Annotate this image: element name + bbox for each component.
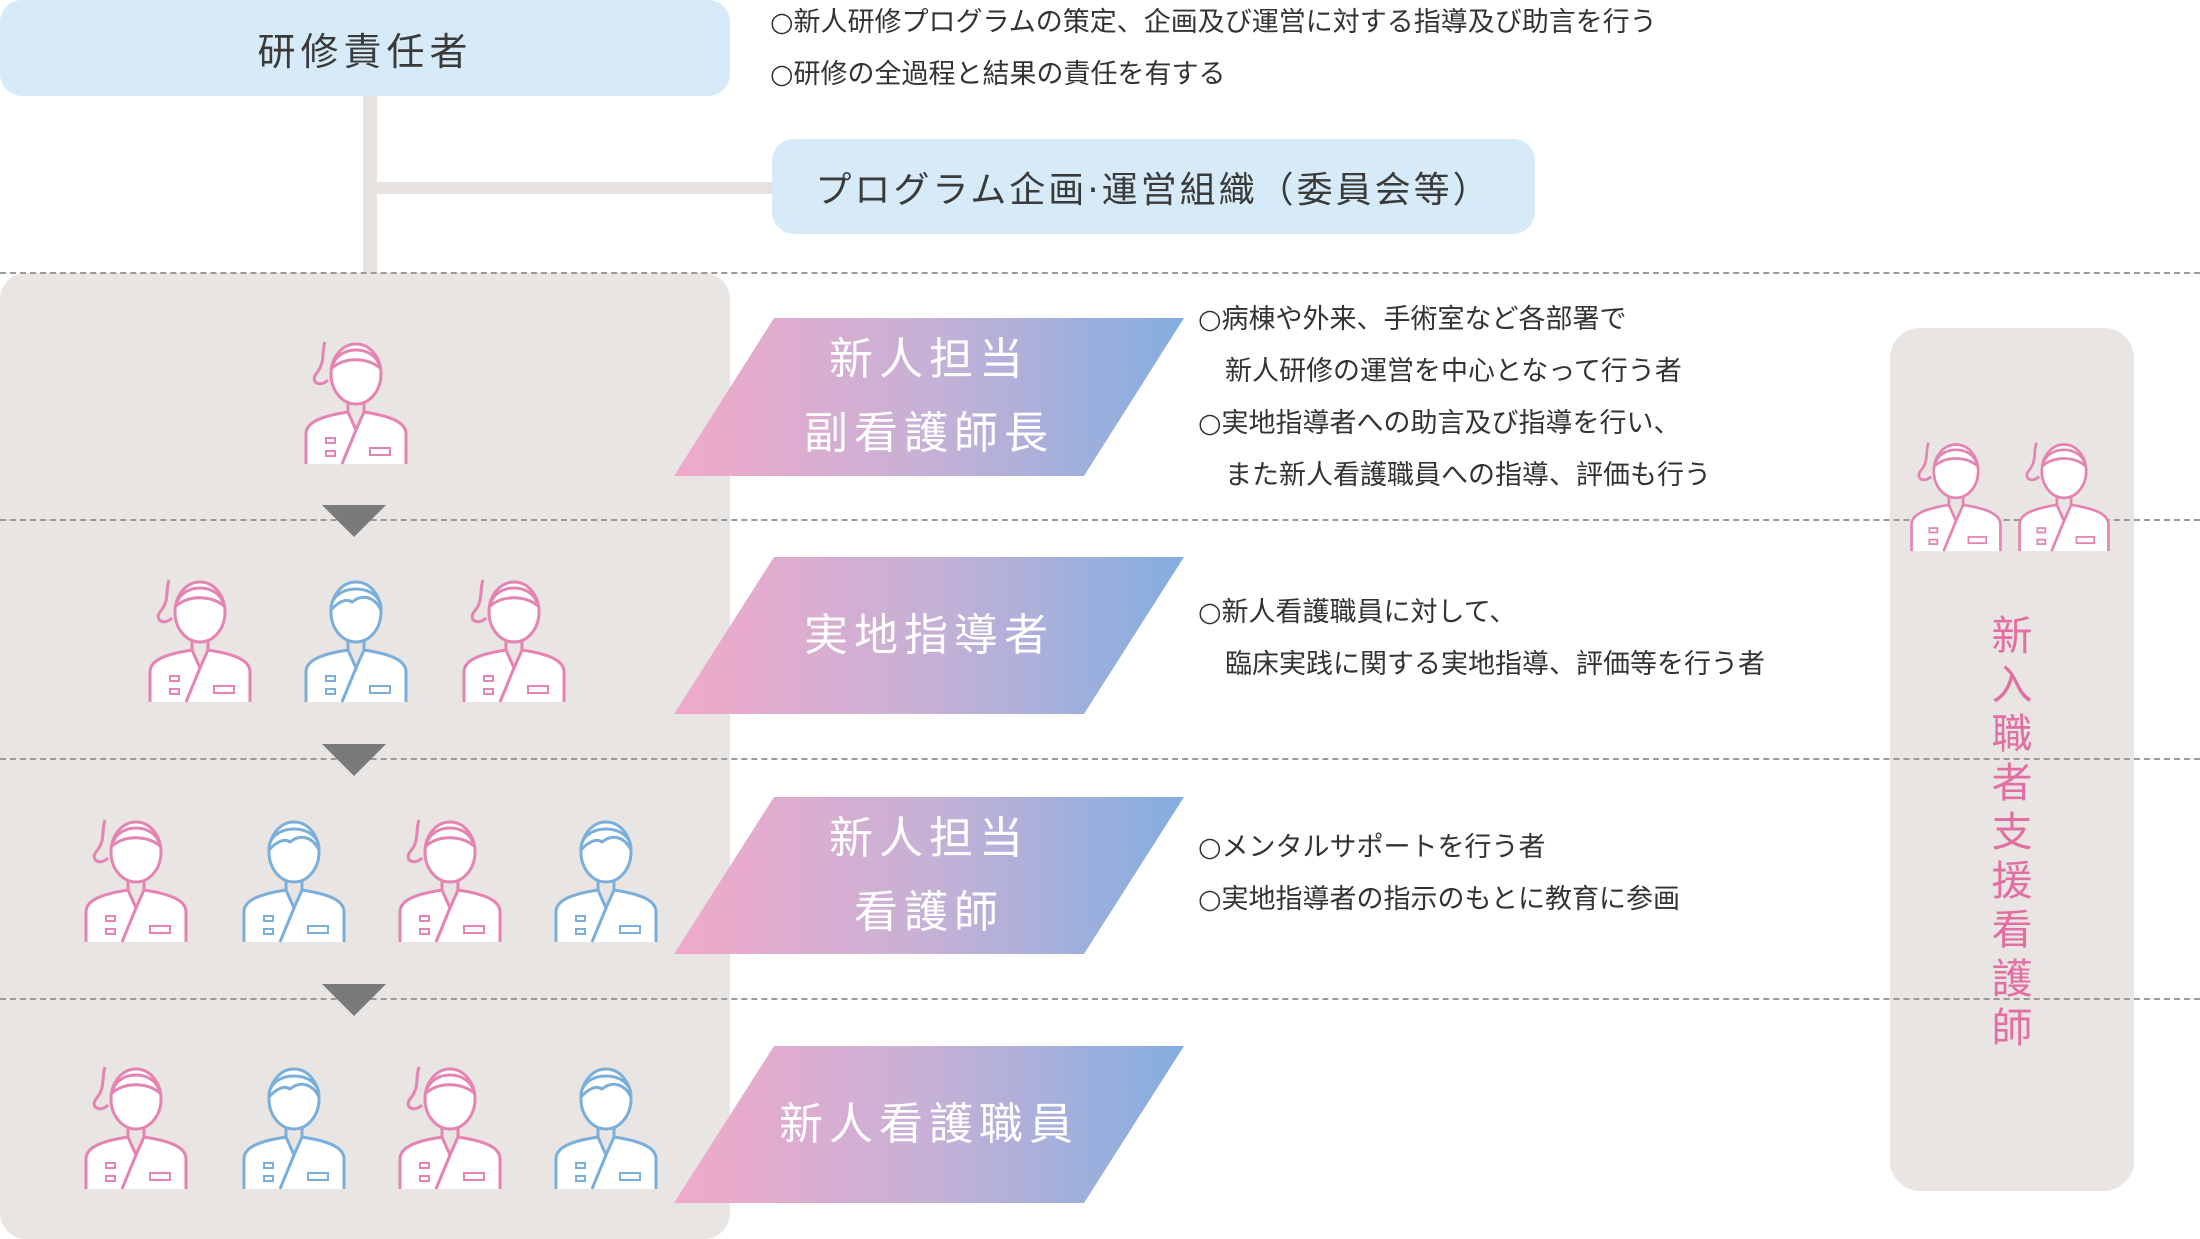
committee-box: プログラム企画·運営組織（委員会等） [772, 139, 1535, 234]
female-nurse-icon [84, 1065, 188, 1191]
down-arrow-icon [322, 984, 386, 1016]
role-label-new-nursing-staff: 新人看護職員 [674, 1046, 1184, 1203]
role-banner-bg [674, 797, 1184, 954]
role-label-preceptor: 実地指導者 [674, 557, 1184, 714]
down-arrow-icon [322, 505, 386, 537]
role-banner-bg [674, 318, 1184, 476]
duty-line: ○研修の全過程と結果の責任を有する [770, 59, 1226, 90]
role-description: ○病棟や外来、手術室など各部署で 新人研修の運営を中心となって行う者 ○実地指導… [1198, 294, 1711, 502]
desc-line: ○実地指導者への助言及び指導を行い、 [1198, 408, 1681, 439]
role-label-line: 新人担当 [829, 334, 1029, 385]
duty-line: ○新人研修プログラムの策定、企画及び運営に対する指導及び助言を行う [770, 7, 1657, 38]
down-arrow-icon [322, 744, 386, 776]
desc-line: ○実地指導者の指示のもとに教育に参画 [1198, 884, 1681, 915]
desc-line: ○メンタルサポートを行う者 [1198, 832, 1546, 863]
separator-line [0, 519, 2200, 521]
female-nurse-icon [398, 1065, 502, 1191]
role-label-newcomer-nurse-lead: 新人担当 看護師 [674, 797, 1184, 954]
female-nurse-icon [304, 340, 408, 466]
training-manager-duties: ○新人研修プログラムの策定、企画及び運営に対する指導及び助言を行う ○研修の全過… [770, 0, 1657, 101]
female-nurse-icon [462, 578, 566, 704]
training-manager-title: 研修責任者 [257, 29, 473, 74]
role-label-line: 看護師 [854, 886, 1004, 938]
female-nurse-icon [84, 818, 188, 944]
training-manager-box: 研修責任者 [0, 0, 730, 96]
male-nurse-icon [304, 580, 408, 704]
desc-line: ○新人看護職員に対して、 [1198, 597, 1517, 628]
male-nurse-icon [554, 1067, 658, 1191]
desc-line: 臨床実践に関する実地指導、評価等を行う者 [1198, 649, 1765, 680]
separator-line [0, 758, 2200, 760]
connector-horizontal [363, 182, 775, 194]
female-nurse-icon [148, 578, 252, 704]
committee-label: プログラム企画·運営組織（委員会等） [815, 169, 1492, 211]
role-banner-bg [674, 557, 1184, 714]
female-nurse-icon [398, 818, 502, 944]
role-description: ○メンタルサポートを行う者 ○実地指導者の指示のもとに教育に参画 [1198, 822, 1680, 926]
support-nurse-title: 新入職者支援看護師 [1991, 612, 2033, 1052]
role-label-line: 新人担当 [829, 812, 1029, 864]
role-label-line: 新人看護職員 [779, 1098, 1079, 1150]
separator-line [0, 998, 2200, 1000]
separator-line [0, 272, 2200, 274]
male-nurse-icon [554, 820, 658, 944]
desc-line: ○病棟や外来、手術室など各部署で [1198, 304, 1627, 335]
male-nurse-icon [242, 820, 346, 944]
role-label-line: 副看護師長 [804, 408, 1054, 459]
role-description: ○新人看護職員に対して、 臨床実践に関する実地指導、評価等を行う者 [1198, 587, 1765, 691]
desc-line: 新人研修の運営を中心となって行う者 [1198, 356, 1682, 387]
role-label-deputy-head-nurse: 新人担当 副看護師長 [674, 318, 1184, 476]
role-label-line: 実地指導者 [804, 609, 1054, 661]
desc-line: また新人看護職員への指導、評価も行う [1198, 460, 1711, 491]
role-banner-bg [674, 1046, 1184, 1203]
female-nurse-icon [1910, 441, 2002, 553]
male-nurse-icon [242, 1067, 346, 1191]
female-nurse-icon [2018, 441, 2110, 553]
